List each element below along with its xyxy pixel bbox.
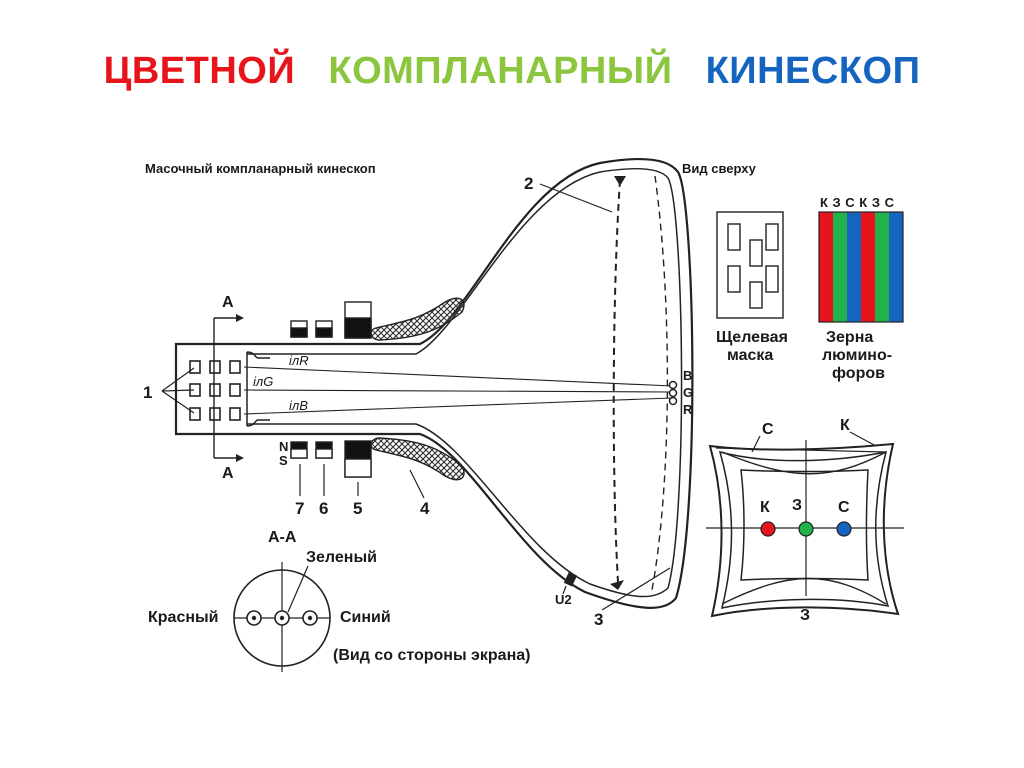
num-5: 5 xyxy=(353,499,362,518)
shadow-mask xyxy=(612,179,621,583)
section-red-label: Красный xyxy=(148,609,219,626)
conv-k-top: К xyxy=(840,417,850,434)
title-word-color: ЦВЕТНОЙ xyxy=(103,50,296,92)
section-mark-bottom: А xyxy=(222,465,234,482)
phosphor-stripe xyxy=(861,212,875,322)
phosphor-stripes xyxy=(819,212,903,322)
callout-leaders xyxy=(299,183,671,611)
s-mark: S xyxy=(279,453,288,468)
deflection-coil-top xyxy=(370,297,465,341)
convergence-dots xyxy=(760,521,852,537)
convergence-dot xyxy=(798,521,814,537)
conv-z-mid: З xyxy=(792,497,802,514)
tube-outline xyxy=(174,158,694,609)
phosphor-caption-1: Зерна xyxy=(826,329,873,346)
title-word-kinescope: КИНЕСКОП xyxy=(705,50,921,92)
screen-triad xyxy=(668,380,678,406)
section-note: (Вид со стороны экрана) xyxy=(333,647,530,664)
section-blue-label: Синий xyxy=(340,609,391,626)
phosphor-frame xyxy=(818,211,904,323)
convergence-dot xyxy=(760,521,776,537)
mask-caption-1: Щелевая xyxy=(716,329,788,346)
phosphor-caption-3: форов xyxy=(832,365,885,382)
beam-g-label: iлG xyxy=(253,374,273,389)
neck xyxy=(246,351,270,427)
magnets-bottom xyxy=(290,440,372,478)
diagram-subtitle: Масочный компланарный кинескоп xyxy=(145,161,376,176)
convergence-dot xyxy=(836,521,852,537)
phosphor-caption-2: люмино- xyxy=(822,347,892,364)
electron-guns xyxy=(189,360,241,421)
mask-top-arrow xyxy=(614,176,626,186)
phosphor-stripe xyxy=(819,212,833,322)
anode-connector xyxy=(563,571,578,587)
section-cut-marks xyxy=(213,314,244,462)
callout-1-lines xyxy=(161,367,195,414)
top-view-label: Вид сверху xyxy=(682,161,757,176)
beam-b-label: iлB xyxy=(289,398,308,413)
num-7: 7 xyxy=(295,499,304,518)
slot-mask xyxy=(716,211,784,319)
num-2: 2 xyxy=(524,174,533,193)
section-aa-label: А-А xyxy=(268,529,297,546)
phosphor-stripe xyxy=(847,212,861,322)
deflection-coil-bottom xyxy=(370,437,465,481)
num-1: 1 xyxy=(143,383,152,402)
beam-r-label: iлR xyxy=(289,353,309,368)
phosphor-stripe xyxy=(833,212,847,322)
num-3: 3 xyxy=(594,610,603,629)
conv-z-bottom: З xyxy=(800,607,810,624)
screen-g-label: G xyxy=(683,385,693,400)
magnets-top xyxy=(290,301,372,339)
num-6: 6 xyxy=(319,499,328,518)
page-title: ЦВЕТНОЙ КОМПЛАНАРНЫЙ КИНЕСКОП xyxy=(0,50,1024,93)
section-mark-top: А xyxy=(222,294,234,311)
screen-r-label: R xyxy=(683,402,693,417)
title-word-coplanar: КОМПЛАНАРНЫЙ xyxy=(328,50,673,92)
section-green-label: Зеленый xyxy=(306,549,377,566)
num-4: 4 xyxy=(420,499,430,518)
conv-c-top: С xyxy=(762,421,774,438)
phosphor-letters: К З С К З С xyxy=(820,195,895,210)
n-mark: N xyxy=(279,439,288,454)
convergence-diagram xyxy=(706,431,904,618)
phosphor-stripe xyxy=(875,212,889,322)
mask-bottom-arrow xyxy=(610,580,624,590)
conv-k-mid: К xyxy=(760,499,770,516)
u2-label: U2 xyxy=(555,592,572,607)
mask-caption-2: маска xyxy=(727,347,773,364)
phosphor-stripe xyxy=(889,212,903,322)
screen-inner-dash xyxy=(651,175,669,591)
section-aa xyxy=(233,562,331,672)
conv-c-mid: С xyxy=(838,499,850,516)
electron-beams xyxy=(243,366,673,415)
screen-b-label: B xyxy=(683,368,692,383)
